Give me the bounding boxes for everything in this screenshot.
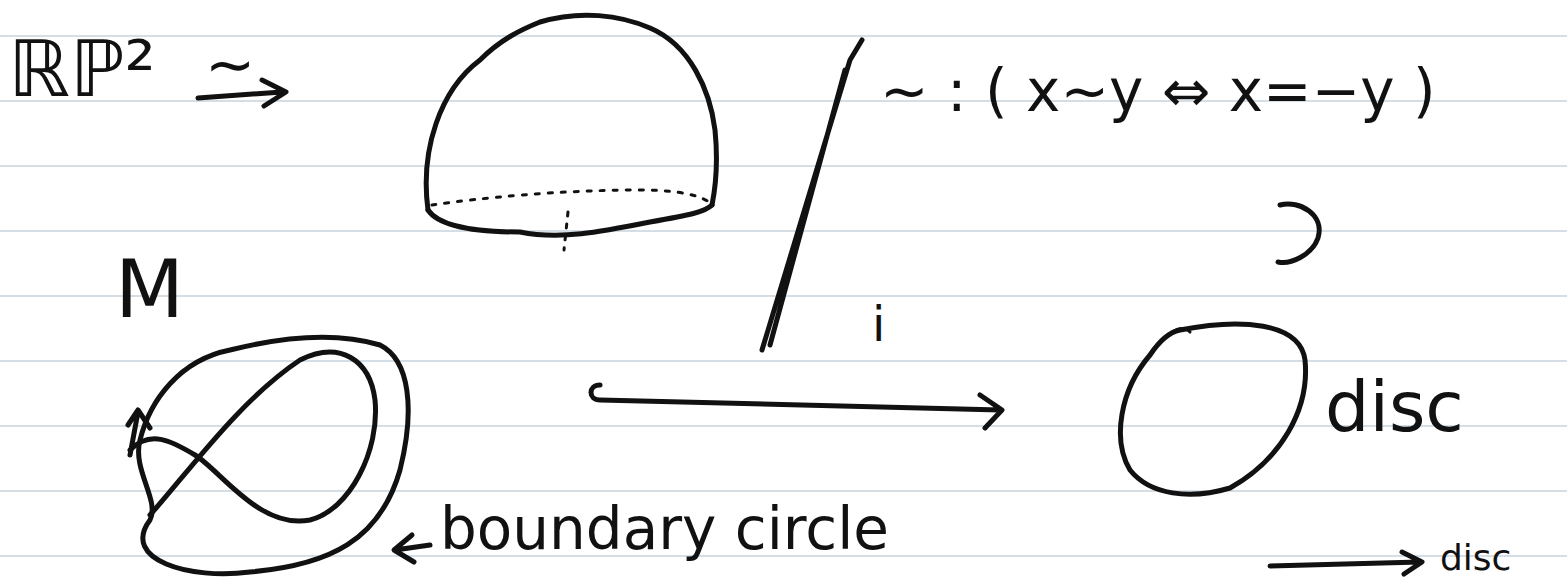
ruled-lines [0, 36, 1567, 556]
disc-shape [1120, 324, 1305, 494]
mobius-inner [130, 352, 376, 521]
inclusion-arrow [591, 385, 1002, 428]
hemisphere-dome [426, 15, 716, 210]
hemisphere-front-rim [428, 205, 712, 235]
hemisphere-axis [564, 212, 568, 250]
disc-tick [1170, 328, 1190, 335]
small-mark [1278, 204, 1319, 262]
disc-label: disc [1440, 540, 1511, 576]
band-name: M [115, 250, 184, 330]
quotient-slash [762, 40, 862, 350]
boundary-pointer [394, 535, 430, 562]
boundary-label: boundary circle [440, 500, 889, 558]
homeo-symbol: ∼ [205, 34, 255, 94]
hemisphere-back-rim [432, 190, 712, 205]
space-name: ℝℙ² [8, 30, 156, 108]
disc-label: disc [1325, 372, 1464, 442]
map-name: i [872, 300, 885, 348]
bottom-arrow [1270, 552, 1422, 574]
mobius-edge-arrow [128, 410, 150, 455]
relation-text: ∼ : ( x∼y ⇔ x=−y ) [880, 62, 1436, 120]
